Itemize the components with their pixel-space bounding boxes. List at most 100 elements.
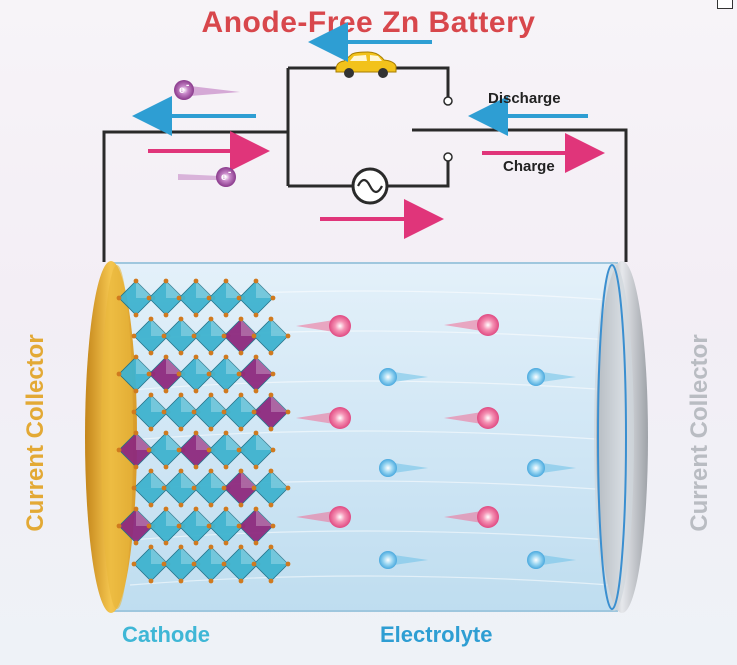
anion — [379, 551, 428, 569]
oxygen-atom — [163, 312, 169, 318]
oxygen-atom — [193, 278, 199, 284]
oxygen-atom — [178, 426, 184, 432]
oxygen-atom — [191, 333, 197, 339]
anion — [379, 368, 428, 386]
oxygen-atom — [146, 447, 152, 453]
oxygen-atom — [270, 371, 276, 377]
oxygen-atom — [148, 468, 154, 474]
electrolyte-label: Electrolyte — [380, 622, 493, 647]
oxygen-atom — [193, 540, 199, 546]
oxygen-atom — [253, 464, 259, 470]
octahedron-cyan — [116, 354, 156, 394]
oxygen-atom — [131, 561, 137, 567]
right-collector-label: Current Collector — [686, 334, 713, 532]
oxygen-atom — [133, 430, 139, 436]
octahedron-cyan — [191, 468, 231, 508]
oxygen-atom — [223, 354, 229, 360]
oxygen-atom — [238, 544, 244, 550]
octahedron-cyan — [116, 278, 156, 318]
oxygen-atom — [146, 523, 152, 529]
oxygen-atom — [161, 409, 167, 415]
oxygen-atom — [193, 312, 199, 318]
oxygen-atom — [146, 295, 152, 301]
oxygen-atom — [223, 506, 229, 512]
octahedron-cyan — [131, 544, 171, 584]
oxygen-atom — [131, 409, 137, 415]
left-collector-label: Current Collector — [22, 334, 49, 532]
oxygen-atom — [236, 447, 242, 453]
oxygen-atom — [253, 540, 259, 546]
octahedron-purple — [251, 392, 291, 432]
octahedron-cyan — [251, 544, 291, 584]
oxygen-atom — [208, 426, 214, 432]
oxygen-atom — [193, 430, 199, 436]
octahedron-cyan — [146, 506, 186, 546]
oxygen-atom — [270, 523, 276, 529]
svg-text:-: - — [186, 80, 189, 91]
car-icon — [335, 51, 397, 78]
oxygen-atom — [251, 485, 257, 491]
oxygen-atom — [268, 468, 274, 474]
oxygen-atom — [268, 544, 274, 550]
oxygen-atom — [206, 371, 212, 377]
oxygen-atom — [268, 578, 274, 584]
octahedron-cyan — [176, 354, 216, 394]
oxygen-atom — [191, 485, 197, 491]
oxygen-atom — [133, 506, 139, 512]
oxygen-atom — [163, 506, 169, 512]
oxygen-atom — [238, 392, 244, 398]
octahedron-cyan — [221, 392, 261, 432]
oxygen-atom — [208, 468, 214, 474]
oxygen-atom — [285, 333, 291, 339]
oxygen-atom — [285, 561, 291, 567]
oxygen-atom — [133, 540, 139, 546]
oxygen-atom — [223, 464, 229, 470]
oxygen-atom — [163, 278, 169, 284]
oxygen-atom — [148, 578, 154, 584]
electron-top: e - — [174, 80, 240, 100]
oxygen-atom — [238, 426, 244, 432]
oxygen-atom — [253, 278, 259, 284]
right-current-collector — [594, 261, 648, 613]
svg-text:e: e — [221, 172, 227, 183]
cathode-lattice — [116, 278, 291, 584]
oxygen-atom — [253, 312, 259, 318]
octahedron-cyan — [236, 430, 276, 470]
zn-ion — [296, 315, 351, 337]
oxygen-atom — [208, 578, 214, 584]
oxygen-atom — [206, 523, 212, 529]
oxygen-atom — [133, 464, 139, 470]
octahedron-cyan — [251, 316, 291, 356]
octahedron-cyan — [176, 278, 216, 318]
cathode-label: Cathode — [122, 622, 210, 647]
zn-ion — [444, 407, 499, 429]
oxygen-atom — [223, 278, 229, 284]
electron-bottom: e - — [178, 167, 236, 187]
oxygen-atom — [206, 295, 212, 301]
oxygen-atom — [223, 388, 229, 394]
octahedron-cyan — [146, 278, 186, 318]
zn-ions — [296, 314, 499, 528]
oxygen-atom — [161, 561, 167, 567]
oxygen-atom — [221, 333, 227, 339]
oxygen-atom — [176, 295, 182, 301]
oxygen-atom — [208, 316, 214, 322]
oxygen-atom — [223, 540, 229, 546]
oxygen-atom — [148, 350, 154, 356]
octahedron-cyan — [131, 316, 171, 356]
oxygen-atom — [193, 354, 199, 360]
oxygen-atom — [163, 540, 169, 546]
oxygen-atom — [208, 544, 214, 550]
oxygen-atom — [221, 409, 227, 415]
switch-contact-charge — [443, 152, 453, 162]
oxygen-atom — [285, 409, 291, 415]
oxygen-atom — [148, 544, 154, 550]
oxygen-atom — [163, 430, 169, 436]
oxygen-atom — [133, 388, 139, 394]
oxygen-atom — [268, 392, 274, 398]
oxygen-atom — [270, 447, 276, 453]
oxygen-atom — [116, 371, 122, 377]
diagram-title: Anode-Free Zn Battery — [201, 6, 536, 39]
oxygen-atom — [221, 561, 227, 567]
